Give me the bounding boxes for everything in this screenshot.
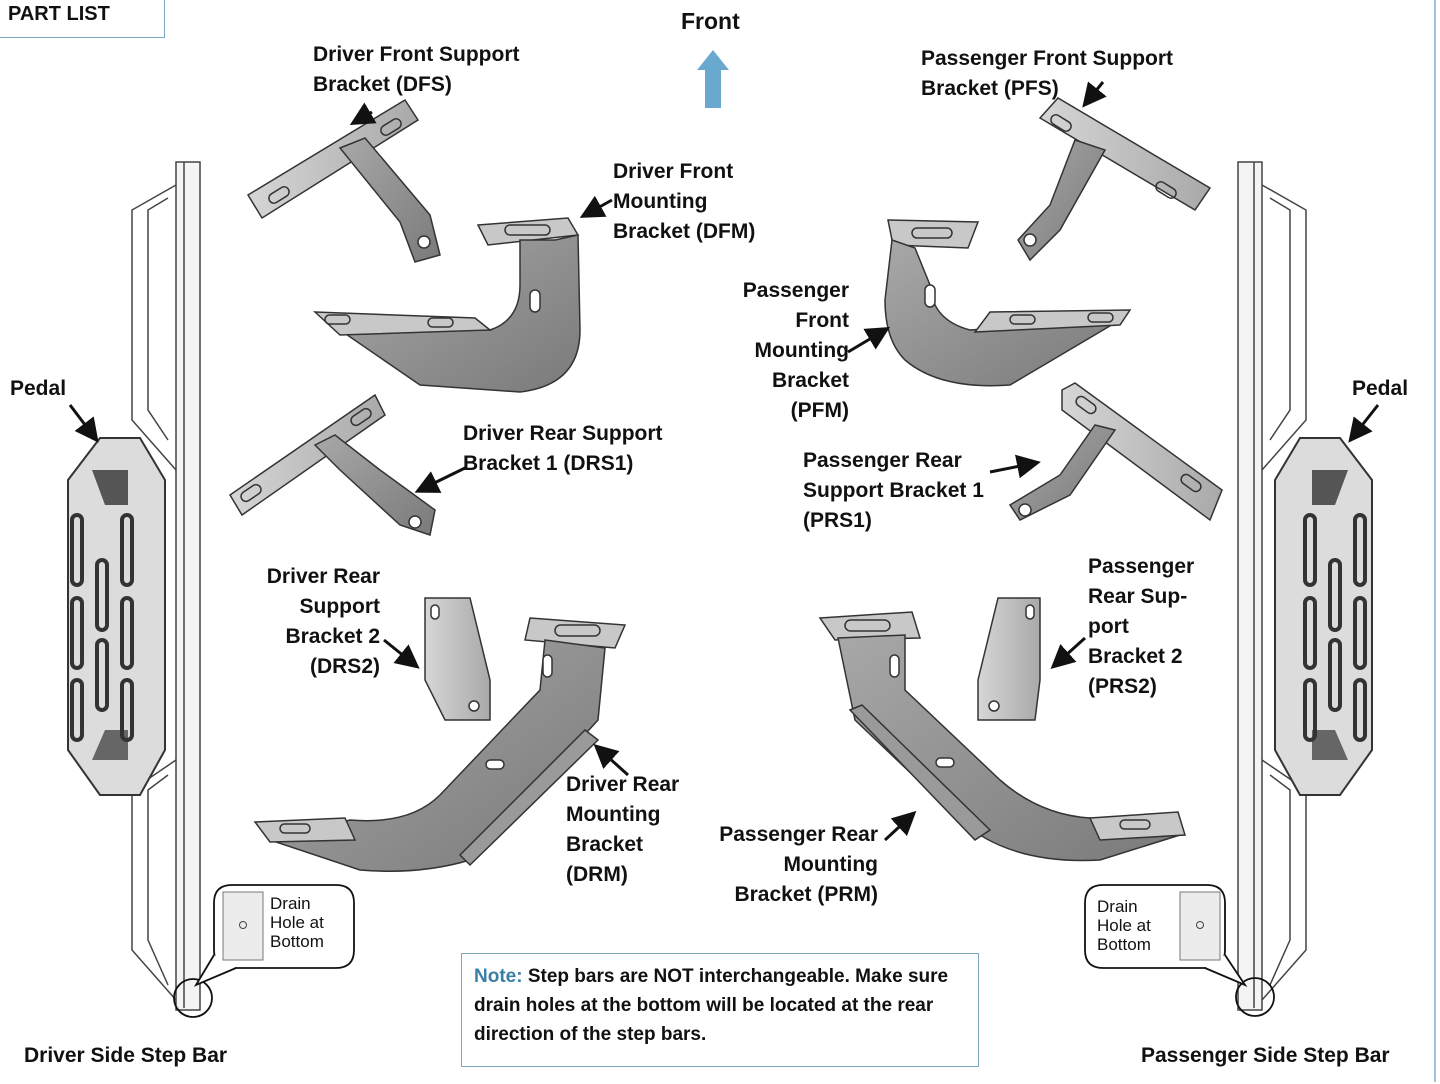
label-prs2: Passenger Rear Sup- port Bracket 2 (PRS2…	[1088, 555, 1195, 698]
prs2-bracket	[977, 597, 1041, 721]
passenger-step-bar-caption: Passenger Side Step Bar	[1141, 1044, 1390, 1067]
label-prm: Passenger Rear Mounting Bracket (PRM)	[719, 823, 878, 906]
note-text: Step bars are NOT interchangeable. Make …	[474, 966, 949, 1045]
passenger-pedal	[1274, 437, 1373, 796]
driver-step-bar	[131, 161, 201, 1011]
pfm-bracket	[884, 219, 1132, 387]
driver-pedal	[67, 437, 166, 796]
front-arrow	[697, 50, 729, 108]
drain-text-right: Drain Hole at Bottom	[1097, 897, 1151, 954]
label-pfs: Passenger Front Support Bracket (PFS)	[921, 47, 1174, 100]
label-drm: Driver Rear Mounting Bracket (DRM)	[566, 773, 680, 886]
note-box: Note: Step bars are NOT interchangeable.…	[461, 953, 979, 1067]
passenger-step-bar	[1237, 161, 1307, 1011]
label-pfm: Passenger Front Mounting Bracket (PFM)	[742, 279, 849, 422]
drs2-bracket	[424, 597, 491, 721]
drm-bracket	[253, 617, 627, 872]
leader-arrows	[68, 81, 1380, 842]
pfs-bracket	[1017, 97, 1212, 262]
driver-step-bar-caption: Driver Side Step Bar	[24, 1044, 228, 1067]
drain-callout-left	[173, 884, 355, 1018]
dfm-bracket	[312, 217, 581, 393]
label-dfs: Driver Front Support Bracket (DFS)	[313, 43, 520, 96]
drain-callout-right	[1084, 884, 1275, 1017]
label-pedal-right: Pedal	[1352, 377, 1409, 400]
drs1-bracket	[228, 393, 436, 536]
label-drs1: Driver Rear Support Bracket 1 (DRS1)	[463, 422, 663, 475]
note-prefix: Note:	[474, 966, 523, 987]
prs1-bracket	[1008, 382, 1223, 522]
dfs-bracket	[246, 98, 441, 263]
prm-bracket	[818, 611, 1186, 862]
label-prs1: Passenger Rear Support Bracket 1 (PRS1)	[803, 449, 984, 532]
label-pedal-left: Pedal	[10, 377, 67, 400]
label-dfm: Driver Front Mounting Bracket (DFM)	[613, 160, 756, 243]
front-label: Front	[681, 8, 740, 34]
drain-text-left: Drain Hole at Bottom	[270, 894, 324, 951]
page-title: PART LIST	[0, 0, 165, 38]
label-drs2: Driver Rear Support Bracket 2 (DRS2)	[266, 565, 380, 678]
